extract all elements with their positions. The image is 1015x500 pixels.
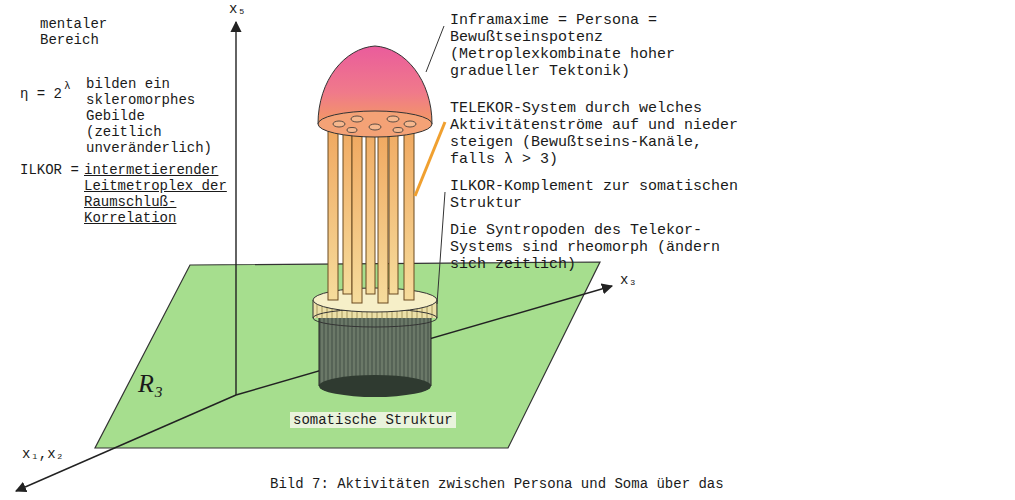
axis-label: x₁,x₂ [22,446,64,462]
leader-lines [426,26,444,72]
persona-soma-structure [343,122,352,294]
callout-label: Inframaxime = Persona = Bewußtseinspoten… [450,12,685,80]
axis-label: x₃ [620,272,637,288]
region-label: mentaler Bereich [40,16,140,48]
axes [235,22,236,395]
persona-soma-structure [328,128,338,300]
axes [236,286,612,395]
axes [16,395,236,491]
persona-soma-structure [389,122,398,294]
note: Die Syntropoden des Telekor-Systems sind… [450,222,750,273]
axis-label: x₅ [229,1,246,17]
callout-label: ILKOR-Komplement zur somatischen Struktu… [450,178,750,212]
persona-soma-structure [313,300,314,318]
part-label: somatische Struktur [290,412,456,428]
leader-lines [415,122,445,196]
figure-caption: Bild 7: Aktivitäten zwischen Persona und… [270,476,724,492]
persona-soma-structure [333,121,345,127]
persona-soma-structure [318,111,432,137]
persona-soma-structure [387,116,399,122]
formula-exponent: λ [64,80,71,92]
persona-soma-structure [347,128,357,133]
persona-soma-structure [369,124,381,130]
persona-soma-structure [352,131,362,303]
callout-label: TELEKOR-System durch welches Aktivitäten… [450,100,750,168]
persona-soma-structure [366,120,375,294]
persona-soma-structure [431,318,432,386]
persona-soma-structure [404,121,416,127]
persona-soma-structure [319,375,431,397]
persona-soma-structure [378,131,388,303]
definition-text: intermetierender Leitmetroplex der Raums… [84,162,230,226]
persona-soma-structure [313,46,437,397]
leader-lines [437,192,445,304]
formula: η = 2 [20,86,62,102]
persona-soma-structure [319,318,320,386]
definition-term: ILKOR = [20,162,79,178]
space-label: R₃ [138,370,163,398]
persona-soma-structure [404,128,414,300]
persona-soma-structure [393,128,403,133]
persona-soma-structure [351,116,363,122]
persona-soma-structure [333,116,416,133]
persona-soma-structure [328,120,414,303]
leader-lines [415,26,445,304]
note: bilden ein skleromorphes Gebilde (zeitli… [86,76,228,156]
